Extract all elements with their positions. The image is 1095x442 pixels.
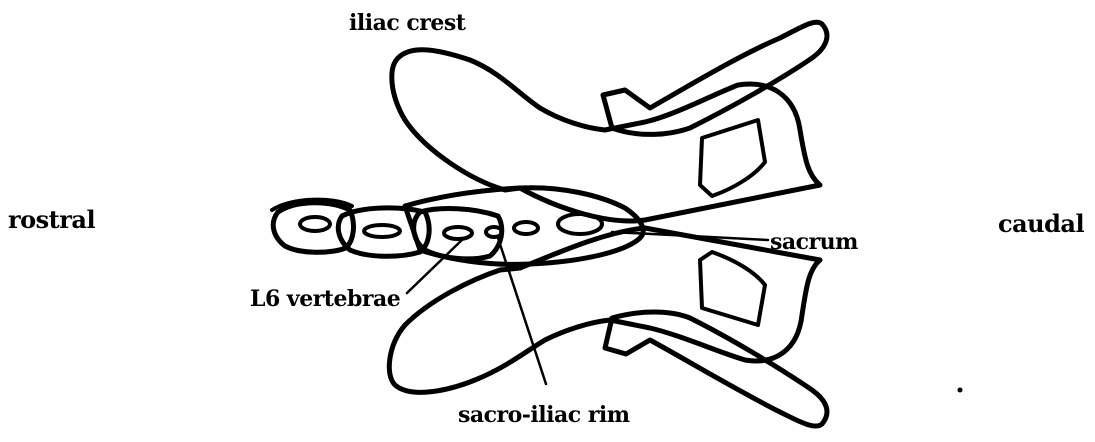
l4-vertebra <box>273 203 353 253</box>
sacrum-body <box>405 188 643 265</box>
label-sacrum: sacrum <box>770 229 858 255</box>
lower-obturator-foramen <box>700 252 765 325</box>
l6-leader-line <box>407 238 464 293</box>
sacral-foramen-mid <box>514 222 538 234</box>
l6-foramen <box>444 227 472 239</box>
upper-extension-bone <box>603 22 827 134</box>
stray-dot <box>958 388 963 393</box>
lower-extension-bone <box>605 312 827 426</box>
label-rostral: rostral <box>8 205 95 234</box>
sacral-foramen-large <box>558 214 602 234</box>
label-caudal: caudal <box>998 209 1084 238</box>
label-l6-vertebrae: L6 vertebrae <box>250 286 400 312</box>
l5-foramen <box>364 225 400 237</box>
label-sacro-iliac-rim: sacro-iliac rim <box>458 402 630 428</box>
l4-foramen <box>300 217 330 231</box>
upper-obturator-foramen <box>700 120 765 196</box>
label-iliac-crest: iliac crest <box>349 10 465 36</box>
